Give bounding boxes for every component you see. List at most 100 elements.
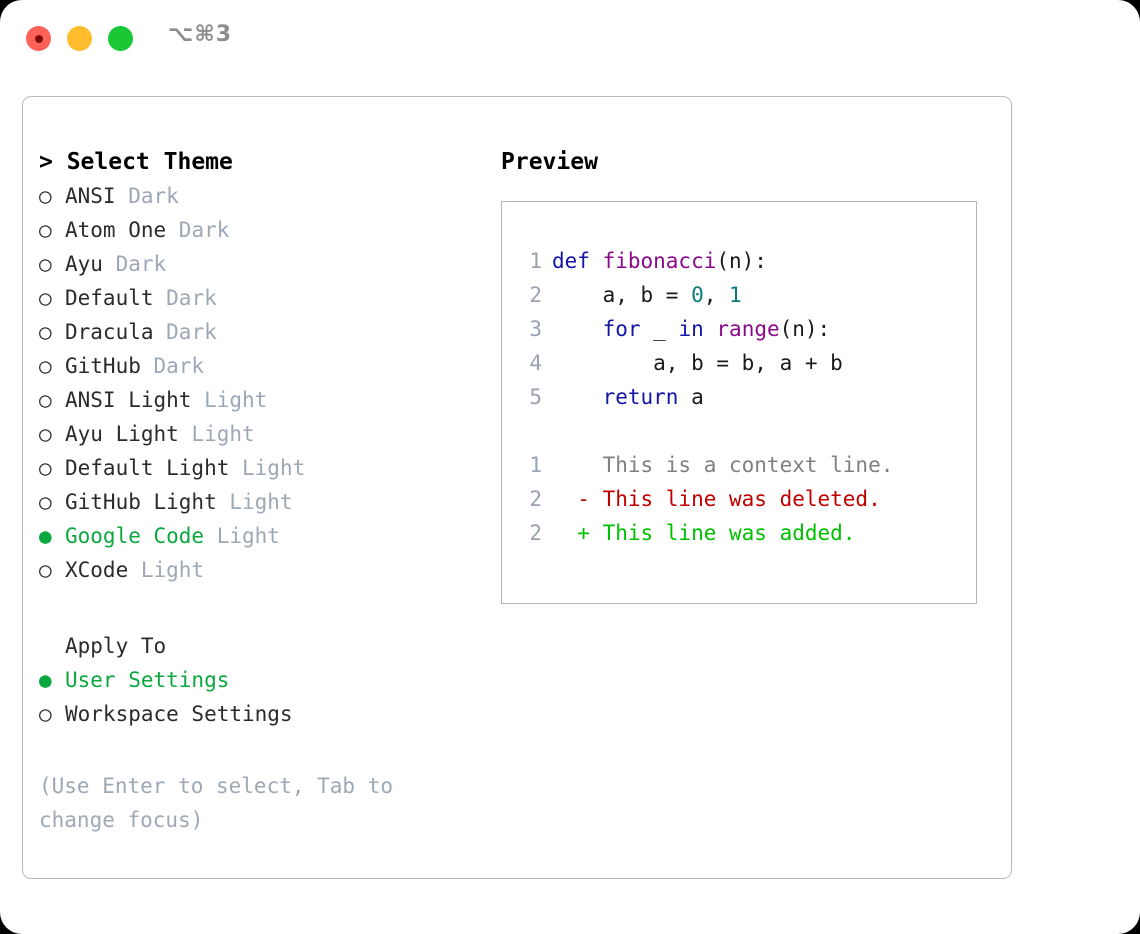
theme-option-label: GitHub xyxy=(65,354,141,378)
diff-gap xyxy=(514,414,968,448)
theme-option-11[interactable]: ○XCode Light xyxy=(39,553,479,587)
theme-option-3[interactable]: ○Default Dark xyxy=(39,281,479,315)
theme-variant-tag: Dark xyxy=(102,252,167,276)
code-line-number: 4 xyxy=(529,351,542,375)
radio-unselected-icon: ○ xyxy=(39,218,52,242)
radio-unselected-icon: ○ xyxy=(39,388,52,412)
theme-option-label: ANSI Light xyxy=(65,388,192,412)
theme-option-0[interactable]: ○ ANSI Dark xyxy=(39,179,479,213)
theme-option-6[interactable]: ○ ANSI Light Light xyxy=(39,383,479,417)
radio-selected-icon: ● xyxy=(39,668,52,692)
theme-variant-tag: Dark xyxy=(166,218,230,242)
code-line-1: 2 a, b = 0, 1 xyxy=(514,278,968,312)
code-line-2: 3 for _ in range(n): xyxy=(514,312,968,346)
close-button[interactable] xyxy=(26,26,51,51)
theme-variant-tag: Light xyxy=(229,456,306,480)
radio-selected-icon: ● xyxy=(39,524,52,548)
theme-option-2[interactable]: ○ Ayu Dark xyxy=(39,247,479,281)
radio-unselected-icon: ○ xyxy=(39,184,52,208)
code-token-pl: , xyxy=(703,283,730,307)
theme-option-label: Ayu xyxy=(65,252,103,276)
maximize-button[interactable] xyxy=(108,26,133,51)
radio-unselected-icon: ○ xyxy=(39,490,52,514)
code-token-kw: def xyxy=(552,249,603,273)
code-token-kw: for xyxy=(602,317,641,341)
theme-variant-tag: Light xyxy=(204,524,280,548)
diff-line-number: 1 xyxy=(529,453,542,477)
code-line-3: 4 a, b = b, a + b xyxy=(514,346,968,380)
code-line-4: 5 return a xyxy=(514,380,968,414)
code-token-num: 1 xyxy=(729,283,742,307)
code-token-pl xyxy=(704,317,717,341)
select-theme-heading: > Select Theme xyxy=(39,149,233,175)
theme-option-10[interactable]: ●Google Code Light xyxy=(39,519,479,553)
theme-option-label: Default xyxy=(65,286,154,310)
radio-unselected-icon: ○ xyxy=(39,320,52,344)
code-line-number: 5 xyxy=(529,385,542,409)
radio-unselected-icon: ○ xyxy=(39,558,52,582)
theme-variant-tag: Dark xyxy=(140,354,205,378)
theme-option-label: ANSI xyxy=(65,184,116,208)
diff-line-number: 2 xyxy=(529,487,542,511)
code-token-num: 0 xyxy=(691,283,704,307)
theme-option-label: Atom One xyxy=(65,218,167,242)
radio-unselected-icon: ○ xyxy=(39,702,52,726)
apply-to-option-label: Workspace Settings xyxy=(65,702,293,726)
code-token-pl: a xyxy=(678,385,704,409)
radio-unselected-icon: ○ xyxy=(39,252,52,276)
theme-option-5[interactable]: ○ GitHub Dark xyxy=(39,349,479,383)
theme-option-7[interactable]: ○Ayu Light Light xyxy=(39,417,479,451)
code-token-fn: fibonacci xyxy=(602,249,717,273)
apply-to-list: ●User Settings ○ Workspace Settings xyxy=(39,663,479,731)
apply-to-option-1[interactable]: ○ Workspace Settings xyxy=(39,697,479,731)
radio-unselected-icon: ○ xyxy=(39,354,52,378)
theme-option-label: Default Light xyxy=(65,456,230,480)
theme-option-9[interactable]: ○ GitHub Light Light xyxy=(39,485,479,519)
code-token-pl: a, b = b, a + b xyxy=(552,351,843,375)
theme-option-label: Dracula xyxy=(65,320,154,344)
theme-variant-tag: Dark xyxy=(153,286,217,310)
minimize-button[interactable] xyxy=(67,26,92,51)
diff-line-1: 2 - This line was deleted. xyxy=(514,482,968,516)
diff-sample: 1 This is a context line.2 - This line w… xyxy=(514,448,968,550)
code-token-pl xyxy=(552,317,603,341)
diff-line-text: - This line was deleted. xyxy=(552,487,881,511)
theme-variant-tag: Dark xyxy=(153,320,217,344)
code-line-number: 1 xyxy=(529,249,542,273)
preview-heading: Preview xyxy=(501,149,598,175)
code-token-fn: range xyxy=(716,317,780,341)
theme-variant-tag: Light xyxy=(216,490,293,514)
diff-line-2: 2 + This line was added. xyxy=(514,516,968,550)
code-line-number: 3 xyxy=(529,317,542,341)
theme-picker-panel: > Select Theme ○ANSI Dark○Atom One Dark○… xyxy=(22,96,1012,879)
code-token-pl: _ xyxy=(640,317,679,341)
radio-unselected-icon: ○ xyxy=(39,456,52,480)
code-line-0: 1 def fibonacci(n): xyxy=(514,244,968,278)
code-token-pl: a, b = xyxy=(552,283,692,307)
code-token-pl: (n): xyxy=(779,317,831,341)
apply-to-option-0[interactable]: ●User Settings xyxy=(39,663,479,697)
theme-selection-column: > Select Theme ○ANSI Dark○Atom One Dark○… xyxy=(39,145,479,837)
code-token-kw: return xyxy=(602,385,679,409)
code-token-kw: in xyxy=(678,317,704,341)
radio-unselected-icon: ○ xyxy=(39,422,52,446)
theme-variant-tag: Dark xyxy=(115,184,179,208)
theme-option-label: GitHub Light xyxy=(65,490,217,514)
code-line-number: 2 xyxy=(529,283,542,307)
title-bar: ⌥⌘3 xyxy=(0,0,1140,78)
keyboard-hint-text: (Use Enter to select, Tab to change focu… xyxy=(39,774,394,832)
theme-option-label: Ayu Light xyxy=(65,422,179,446)
code-token-pl: (n): xyxy=(716,249,767,273)
theme-option-1[interactable]: ○ Atom One Dark xyxy=(39,213,479,247)
apply-to-heading: Apply To xyxy=(65,634,167,658)
theme-variant-tag: Light xyxy=(191,388,268,412)
theme-option-8[interactable]: ○ Default Light Light xyxy=(39,451,479,485)
keyboard-shortcut-label: ⌥⌘3 xyxy=(168,22,233,47)
theme-option-4[interactable]: ○ Dracula Dark xyxy=(39,315,479,349)
traffic-light-buttons xyxy=(26,26,133,51)
theme-option-label: XCode xyxy=(65,558,129,582)
